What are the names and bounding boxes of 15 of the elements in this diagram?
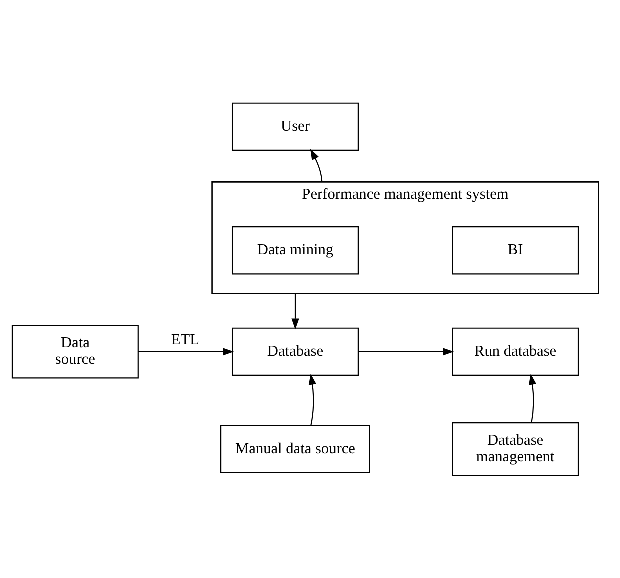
arrow [308,373,316,426]
arrow [292,293,300,330]
node-box: Data mining [232,226,359,274]
node-box: Data source [12,324,139,378]
node-box: User [232,102,359,150]
arrow [528,373,536,422]
node-box: Run database [452,327,580,376]
arrow [358,348,454,356]
arrow [138,348,234,356]
arrow [310,148,323,182]
node-box: Database management [452,422,580,476]
edge-label: ETL [171,330,200,348]
node-box: Manual data source [220,424,370,473]
node-box: BI [452,226,580,274]
node-box: Database [232,327,359,376]
